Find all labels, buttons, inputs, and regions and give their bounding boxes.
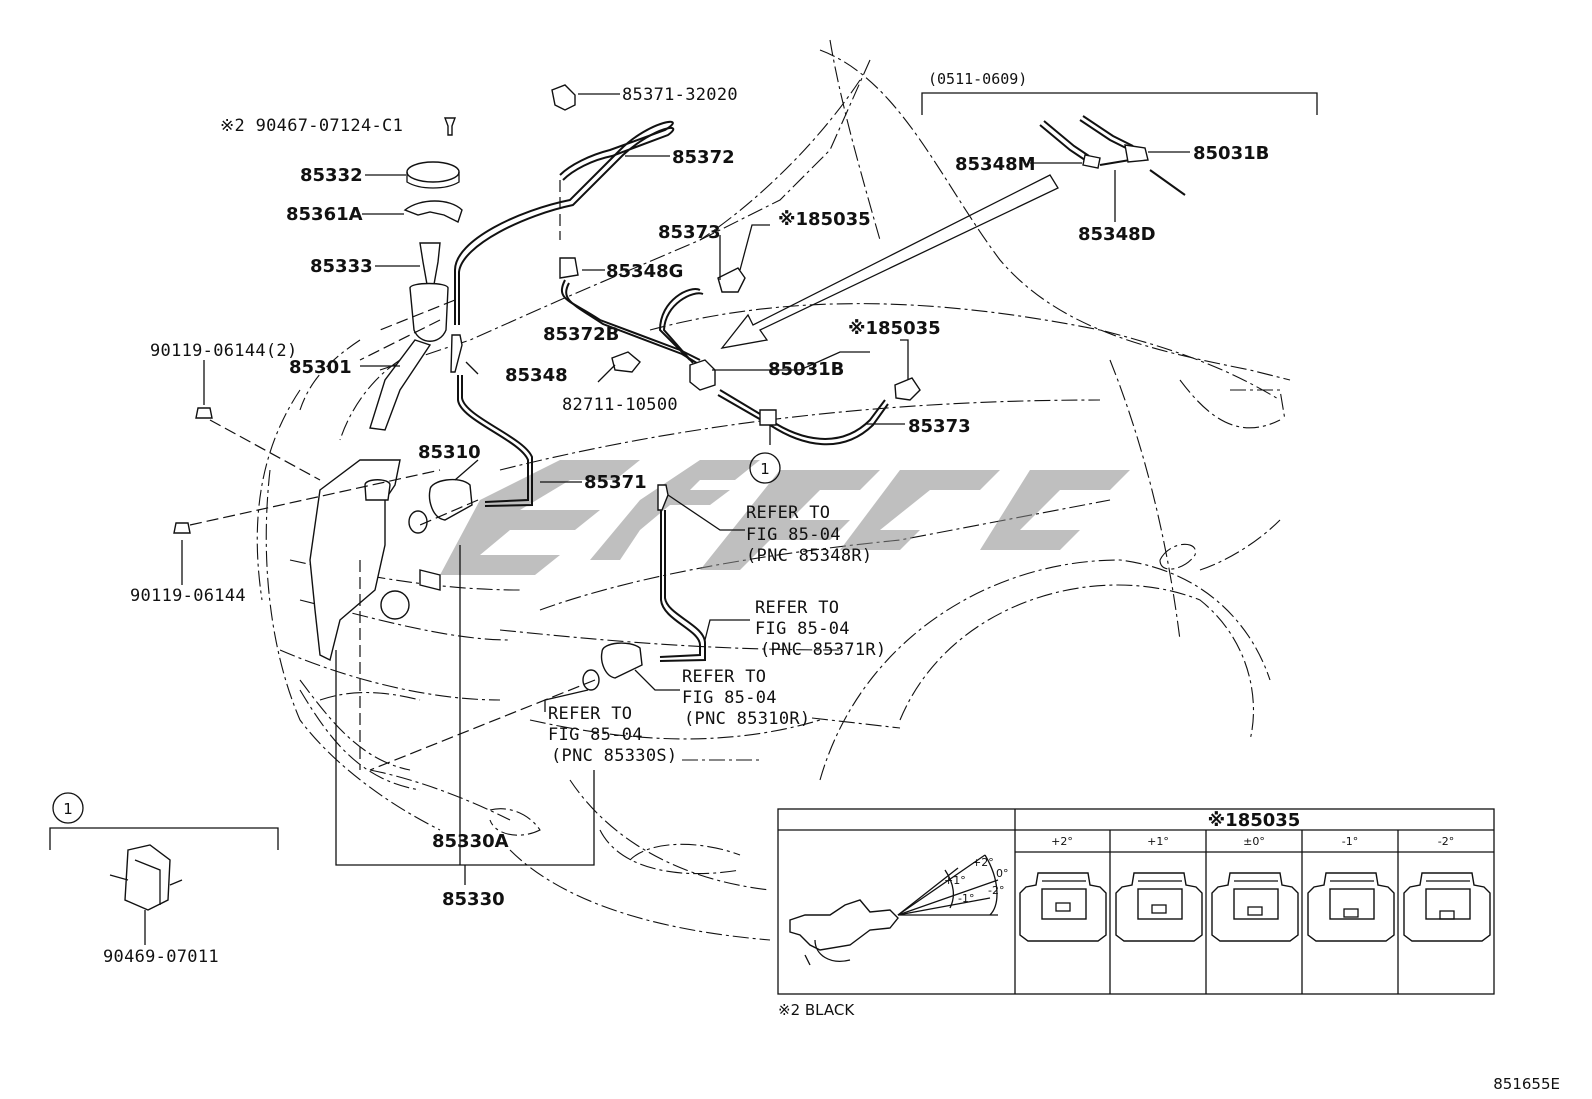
label-85372b: 85372B [543,324,619,345]
refer-notes: REFER TO FIG 85-04 (PNC 85348R) REFER TO… [548,503,886,766]
label-85373-top: 85373 [658,222,721,243]
table-col-plus1: +1° [1147,835,1169,848]
label-85031b-mid: 85031B [768,359,844,380]
label-85330: 85330 [442,889,505,910]
table-col-minus2: -2° [1438,835,1454,848]
svg-text:FIG 85-04: FIG 85-04 [755,619,850,639]
hoses [454,115,1186,662]
angle-label-minus1: -1° [958,892,974,905]
label-85361a: 85361A [286,204,363,225]
watermark-logo [440,460,1130,575]
label-date-range: (0511-0609) [928,70,1027,88]
svg-text:REFER TO: REFER TO [755,598,839,618]
label-85301: 85301 [289,357,352,378]
label-85371-32020: 85371-32020 [622,85,738,105]
nozzle-angle-table: ※185035 +2° +1° ±0° -1° -2° +2° 0° +1° -… [777,808,1495,995]
label-90119-2: 90119-06144(2) [150,341,298,361]
svg-text:(PNC 85330S): (PNC 85330S) [551,746,677,766]
angle-label-minus2: -2° [988,884,1004,897]
parts-graphics [109,84,1149,911]
callout-circle-detail [52,792,84,824]
nozzle-front-zero [1211,872,1299,942]
callout-1-detail-label: 1 [63,800,73,818]
table-header: ※185035 [1208,810,1301,831]
label-85348m: 85348M [955,154,1036,175]
svg-text:REFER TO: REFER TO [548,704,632,724]
label-85031b-top: 85031B [1193,143,1269,164]
nozzle-front-plus1 [1115,872,1203,942]
nozzle-front-plus2 [1019,872,1107,942]
nozzle-front-minus1 [1307,872,1395,942]
callout-1-label: 1 [760,460,770,478]
label-85332: 85332 [300,165,363,186]
refer-note-85330s: REFER TO FIG 85-04 (PNC 85330S) [548,704,677,766]
angle-label-plus2: +2° [972,856,994,869]
svg-text:REFER TO: REFER TO [682,667,766,687]
label-85330a: 85330A [432,831,509,852]
label-85310: 85310 [418,442,481,463]
footnote-black: ※2 BLACK [778,1001,855,1019]
table-col-plus2: +2° [1051,835,1073,848]
svg-text:(PNC 85310R): (PNC 85310R) [684,709,810,729]
label-85348g: 85348G [606,261,683,282]
refer-note-85348r: REFER TO FIG 85-04 (PNC 85348R) [746,503,872,566]
label-185035-a: ※185035 [778,209,871,230]
svg-text:FIG 85-04: FIG 85-04 [682,688,777,708]
leader-lines [49,92,1318,945]
label-185035-b: ※185035 [848,318,941,339]
label-85348: 85348 [505,365,568,386]
svg-text:FIG 85-04: FIG 85-04 [746,525,841,545]
label-85372: 85372 [672,147,735,168]
table-col-minus1: -1° [1342,835,1358,848]
callouts: 1 1 [52,452,781,824]
angle-label-zero: 0° [996,867,1009,880]
nozzle-side-view: +2° 0° +1° -1° -2° [789,854,1009,966]
direction-arrow [720,174,1059,349]
figure-code: 851655E [1493,1075,1560,1093]
refer-note-85371r: REFER TO FIG 85-04 (PNC 85371R) [755,598,886,660]
label-90469: 90469-07011 [103,947,219,967]
label-85348d: 85348D [1078,224,1156,245]
angle-label-plus1: +1° [944,874,966,887]
label-90119: 90119-06144 [130,586,246,606]
svg-text:(PNC 85371R): (PNC 85371R) [760,640,886,660]
nozzle-front-views [1019,872,1491,942]
svg-text:REFER TO: REFER TO [746,503,830,523]
table-col-zero: ±0° [1243,835,1265,848]
part-labels: 85371-32020 ※2 90467-07124-C1 85372 8533… [103,70,1269,967]
nozzle-front-minus2 [1403,872,1491,942]
label-90467: ※2 90467-07124-C1 [220,116,403,136]
refer-note-85310r: REFER TO FIG 85-04 (PNC 85310R) [682,667,810,729]
label-85373-bottom: 85373 [908,416,971,437]
label-82711: 82711-10500 [562,395,678,415]
svg-text:(PNC 85348R): (PNC 85348R) [746,546,872,566]
svg-text:FIG 85-04: FIG 85-04 [548,725,643,745]
label-85333: 85333 [310,256,373,277]
callout-circle [749,452,781,484]
label-85371: 85371 [584,472,647,493]
